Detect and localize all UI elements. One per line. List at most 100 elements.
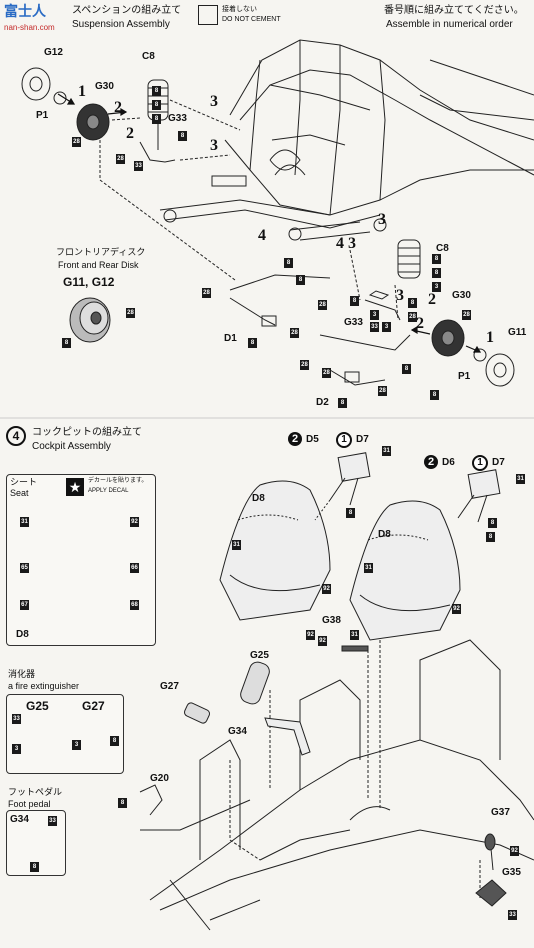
- step-number: 2: [114, 99, 122, 116]
- extinguisher-label-en: a fire extinguisher: [8, 681, 80, 691]
- part-label: D7: [356, 434, 369, 445]
- part-label: G20: [150, 773, 169, 784]
- part-label: C8: [142, 51, 155, 62]
- part-label: G37: [491, 807, 510, 818]
- part-label: G30: [452, 290, 471, 301]
- seat-label-jp: シート: [10, 477, 38, 487]
- color-code-badge: 8: [402, 364, 411, 374]
- step-number: 2: [416, 315, 424, 332]
- pedal-label-en: Foot pedal: [8, 799, 51, 809]
- color-code-badge: 28: [462, 310, 471, 320]
- part-label: D8: [378, 529, 391, 540]
- color-code-badge: 28: [116, 154, 125, 164]
- color-code-badge: 28: [322, 368, 331, 378]
- seat-detail-part: D8: [16, 629, 29, 640]
- color-code-badge: 28: [290, 328, 299, 338]
- order-circle-2: 2: [288, 432, 302, 446]
- color-code-badge: 3: [432, 282, 441, 292]
- extinguisher-label-jp: 消化器: [8, 669, 36, 679]
- watermark-logo: 富士人 nan-shan.com: [0, 0, 66, 40]
- order-note-jp: 番号順に組み立ててください。: [384, 5, 524, 16]
- color-code-badge: 66: [130, 563, 139, 573]
- step-number: 2: [428, 291, 436, 308]
- part-label: G25: [26, 699, 49, 713]
- step-number: 3: [348, 235, 356, 252]
- step-number: 4: [258, 227, 266, 244]
- step-number: 1: [486, 329, 494, 346]
- part-label: G25: [250, 650, 269, 661]
- step-number: 3: [210, 93, 218, 110]
- color-code-badge: 8: [430, 390, 439, 400]
- color-code-badge: 92: [322, 584, 331, 594]
- color-code-badge: 8: [110, 736, 119, 746]
- color-code-badge: 28: [318, 300, 327, 310]
- watermark-url: nan-shan.com: [4, 23, 55, 32]
- part-label: D5: [306, 434, 319, 445]
- part-label: G27: [82, 699, 105, 713]
- decal-note-jp: デカールを貼ります。: [88, 478, 148, 484]
- color-code-badge: 33: [48, 816, 57, 826]
- disk-parts: G11, G12: [63, 275, 115, 289]
- cockpit-title-jp: コックピットの組み立て: [32, 427, 142, 438]
- step-number: 1: [78, 83, 86, 100]
- decal-note-en: APPLY DECAL: [88, 488, 129, 494]
- color-code-badge: 8: [152, 100, 161, 110]
- color-code-badge: 28: [126, 308, 135, 318]
- part-label: P1: [36, 110, 49, 121]
- disk-title-en: Front and Rear Disk: [58, 260, 139, 270]
- part-label: G35: [502, 867, 521, 878]
- step-4-circle: 4: [6, 426, 26, 446]
- part-label: G34: [228, 726, 247, 737]
- part-label: G34: [10, 814, 29, 825]
- no-cement-icon: [198, 5, 218, 25]
- part-label: D6: [442, 457, 455, 468]
- star-decal-icon: ★: [66, 478, 84, 496]
- color-code-badge: 33: [370, 322, 379, 332]
- order-circle-2: 2: [424, 455, 438, 469]
- cockpit-title-en: Cockpit Assembly: [32, 441, 111, 452]
- color-code-badge: 8: [62, 338, 71, 348]
- order-note-en: Assemble in numerical order: [386, 19, 513, 30]
- color-code-badge: 3: [12, 744, 21, 754]
- part-label: D1: [224, 333, 237, 344]
- color-code-badge: 8: [178, 131, 187, 141]
- color-code-badge: 3: [72, 740, 81, 750]
- color-code-badge: 8: [432, 254, 441, 264]
- step-number: 3: [378, 211, 386, 228]
- color-code-badge: 92: [130, 517, 139, 527]
- order-circle-1: 1: [336, 432, 352, 448]
- color-code-badge: 8: [30, 862, 39, 872]
- step-number: 4: [336, 235, 344, 252]
- color-code-badge: 8: [346, 508, 355, 518]
- no-cement-en: DO NOT CEMENT: [222, 16, 281, 23]
- order-circle-1: 1: [472, 455, 488, 471]
- color-code-badge: 31: [232, 540, 241, 550]
- disk-title-jp: フロントリアディスク: [56, 247, 146, 257]
- color-code-badge: 8: [338, 398, 347, 408]
- color-code-badge: 67: [20, 600, 29, 610]
- color-code-badge: 92: [318, 636, 327, 646]
- part-label: D8: [252, 493, 265, 504]
- color-code-badge: 8: [408, 298, 417, 308]
- color-code-badge: 92: [306, 630, 315, 640]
- color-code-badge: 65: [20, 563, 29, 573]
- color-code-badge: 92: [510, 846, 519, 856]
- part-label: G33: [168, 113, 187, 124]
- color-code-badge: 8: [296, 275, 305, 285]
- color-code-badge: 28: [378, 386, 387, 396]
- color-code-badge: 8: [284, 258, 293, 268]
- color-code-badge: 31: [350, 630, 359, 640]
- step-number: 2: [126, 125, 134, 142]
- part-label: P1: [458, 371, 471, 382]
- color-code-badge: 8: [118, 798, 127, 808]
- color-code-badge: 3: [370, 310, 379, 320]
- color-code-badge: 8: [152, 114, 161, 124]
- step-number: 3: [210, 137, 218, 154]
- step-number: 3: [396, 287, 404, 304]
- color-code-badge: 28: [202, 288, 211, 298]
- color-code-badge: 3: [382, 322, 391, 332]
- color-code-badge: 31: [20, 517, 29, 527]
- color-code-badge: 33: [12, 714, 21, 724]
- pedal-label-jp: フットペダル: [8, 787, 63, 797]
